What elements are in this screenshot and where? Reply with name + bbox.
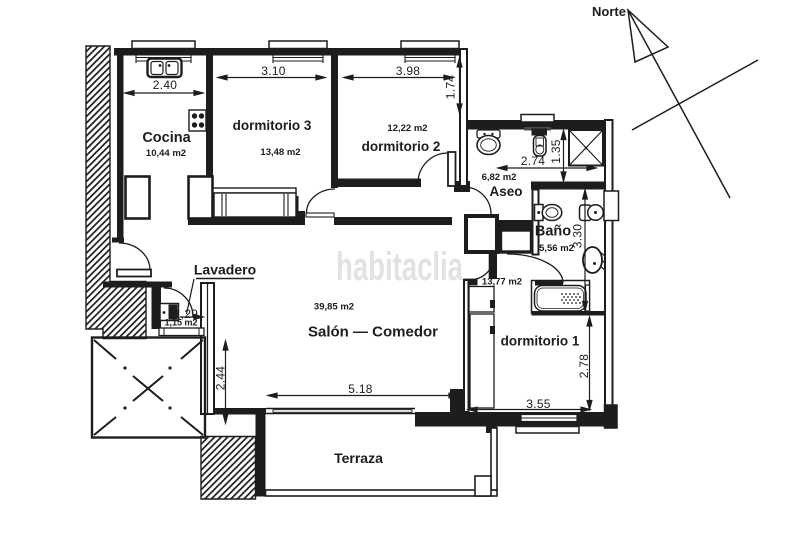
svg-text:3.98: 3.98: [396, 64, 421, 78]
svg-text:Lavadero: Lavadero: [194, 262, 256, 278]
svg-text:2.44: 2.44: [214, 366, 228, 391]
svg-text:2.74: 2.74: [521, 154, 546, 168]
svg-text:Baño: Baño: [535, 224, 571, 240]
svg-text:2.40: 2.40: [153, 78, 178, 92]
svg-text:Salón — Comedor: Salón — Comedor: [308, 324, 438, 341]
svg-text:2.78: 2.78: [577, 354, 591, 379]
svg-text:dormitorio 1: dormitorio 1: [501, 334, 580, 349]
svg-text:Cocina: Cocina: [142, 130, 191, 146]
svg-text:6,82 m2: 6,82 m2: [482, 172, 517, 183]
svg-text:Aseo: Aseo: [489, 184, 522, 199]
svg-text:12,22 m2: 12,22 m2: [387, 123, 427, 134]
svg-text:habitaclia: habitaclia: [336, 245, 464, 289]
svg-text:3.30: 3.30: [571, 224, 585, 249]
svg-text:Norte: Norte: [592, 4, 626, 19]
svg-text:dormitorio 3: dormitorio 3: [233, 118, 312, 133]
svg-text:dormitorio 2: dormitorio 2: [362, 139, 441, 154]
svg-text:3.10: 3.10: [261, 64, 286, 78]
svg-text:1,15 m2: 1,15 m2: [164, 318, 197, 328]
svg-text:1.35: 1.35: [549, 139, 563, 164]
svg-text:10,44 m2: 10,44 m2: [146, 148, 186, 159]
svg-text:1,29: 1,29: [174, 307, 199, 321]
svg-text:39,85 m2: 39,85 m2: [314, 302, 354, 313]
svg-text:13,77 m2: 13,77 m2: [482, 277, 522, 288]
svg-text:13,48 m2: 13,48 m2: [260, 147, 300, 158]
svg-text:5.18: 5.18: [348, 382, 373, 396]
svg-text:1.74: 1.74: [444, 75, 458, 100]
svg-text:3.55: 3.55: [526, 397, 551, 411]
svg-text:5,56 m2: 5,56 m2: [539, 243, 574, 254]
svg-text:Terraza: Terraza: [334, 450, 383, 466]
